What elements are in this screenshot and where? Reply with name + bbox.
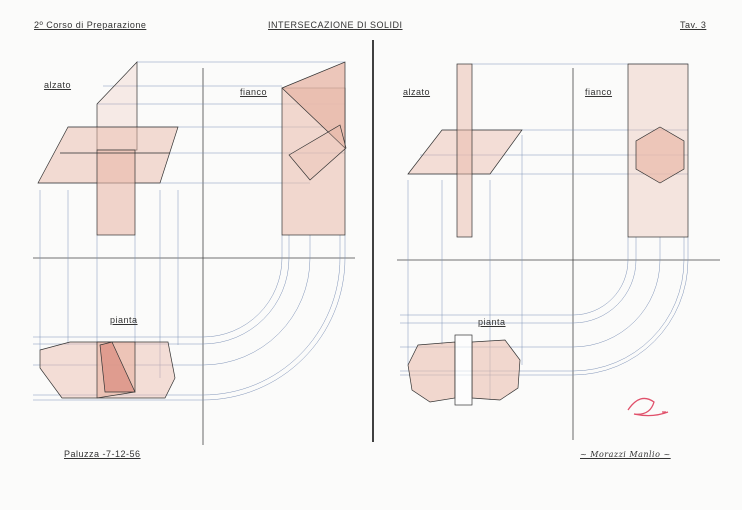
projection-arc [33,235,311,366]
plate-number: Tav. 3 [680,20,707,30]
projection-arc [33,235,341,396]
left-side-label: fianco [240,87,268,97]
left-elevation-label: alzato [44,80,72,90]
right-elevation-label: alzato [403,87,431,97]
course-label: 2º Corso di Preparazione [34,20,147,30]
left-plan-label: pianta [110,315,138,325]
projection-arc [33,235,290,345]
projection-arc [400,237,685,372]
author-signature: ~ Morazzi Manlio ~ [580,450,671,459]
projection-arc [400,237,637,324]
left-projection-arcs [33,235,346,401]
vertical-bar-elevation [456,63,473,238]
projection-arc [400,237,661,348]
right-projection-arcs [400,237,689,376]
projection-arc [400,237,689,376]
right-side-label: fianco [585,87,613,97]
rotated-prism-side-view [288,124,347,181]
hexagon-side-view [635,126,685,184]
projection-arc [400,237,629,316]
place-date: Paluzza -7-12-56 [64,449,141,459]
projection-arc [33,235,346,401]
projection-arc [33,235,283,338]
signature-stamp [627,397,669,417]
plan-hexprism-left [407,341,456,403]
vertical-prism-elevation [96,149,136,236]
right-plan-label: pianta [478,317,506,327]
plan-hexprism-right [471,339,521,401]
plan-vertical-bar [454,334,473,406]
page-title: INTERSECAZIONE DI SOLIDI [268,20,403,30]
